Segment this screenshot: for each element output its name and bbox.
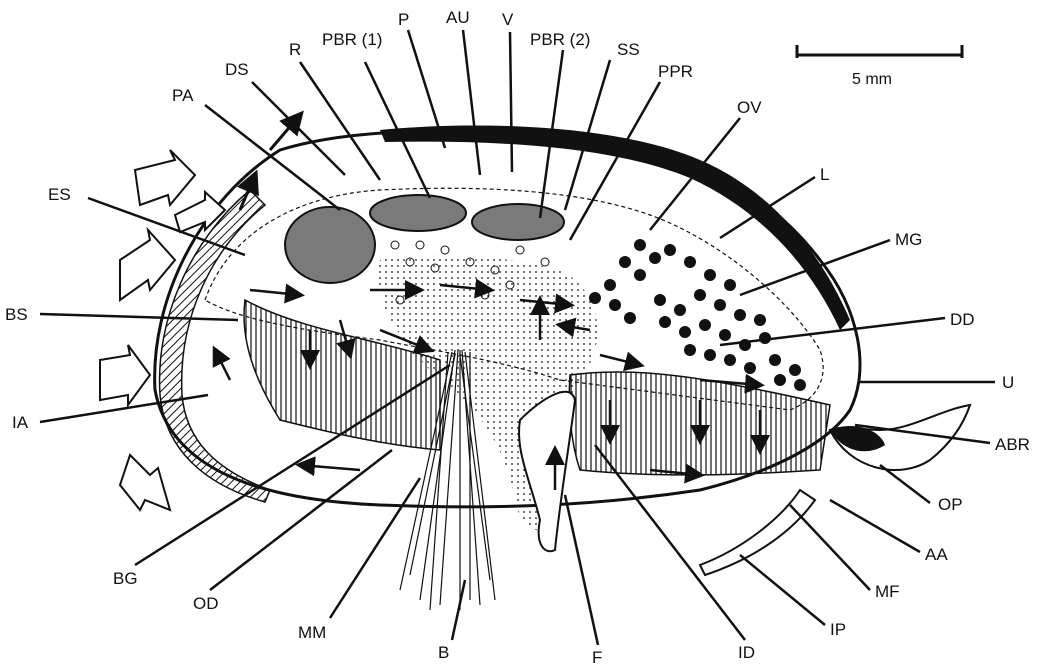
label-op: OP — [938, 495, 963, 514]
label-p: P — [398, 10, 409, 29]
label-pbr1: PBR (1) — [322, 30, 382, 49]
label-ia: IA — [12, 413, 29, 432]
label-mg: MG — [895, 230, 922, 249]
label-pbr2: PBR (2) — [530, 30, 590, 49]
scale-bar-label: 5 mm — [852, 71, 892, 88]
label-r: R — [289, 40, 301, 59]
label-f: F — [592, 648, 602, 667]
label-abr: ABR — [995, 435, 1030, 454]
label-bg: BG — [113, 569, 138, 588]
label-od: OD — [193, 594, 219, 613]
label-ov: OV — [737, 98, 762, 117]
label-pa: PA — [172, 86, 194, 105]
label-au: AU — [446, 8, 470, 27]
label-mm: MM — [298, 623, 326, 642]
label-id: ID — [738, 643, 755, 662]
pa-organ — [285, 207, 375, 283]
inhalant-siphon — [700, 490, 815, 575]
label-mf: MF — [875, 582, 900, 601]
label-es: ES — [48, 185, 71, 204]
label-ds: DS — [225, 60, 249, 79]
pbr1-organ — [370, 195, 466, 231]
label-b: B — [438, 643, 449, 662]
label-l: L — [820, 165, 829, 184]
scale-bar: 5 mm — [797, 45, 962, 88]
label-bs: BS — [5, 305, 28, 324]
label-u: U — [1002, 373, 1014, 392]
label-v: V — [502, 10, 514, 29]
pbr2-organ — [472, 204, 564, 240]
animal-body — [155, 125, 860, 551]
label-dd: DD — [950, 310, 975, 329]
label-ppr: PPR — [658, 62, 693, 81]
label-ip: IP — [830, 620, 846, 639]
label-ss: SS — [617, 40, 640, 59]
label-aa: AA — [925, 545, 948, 564]
